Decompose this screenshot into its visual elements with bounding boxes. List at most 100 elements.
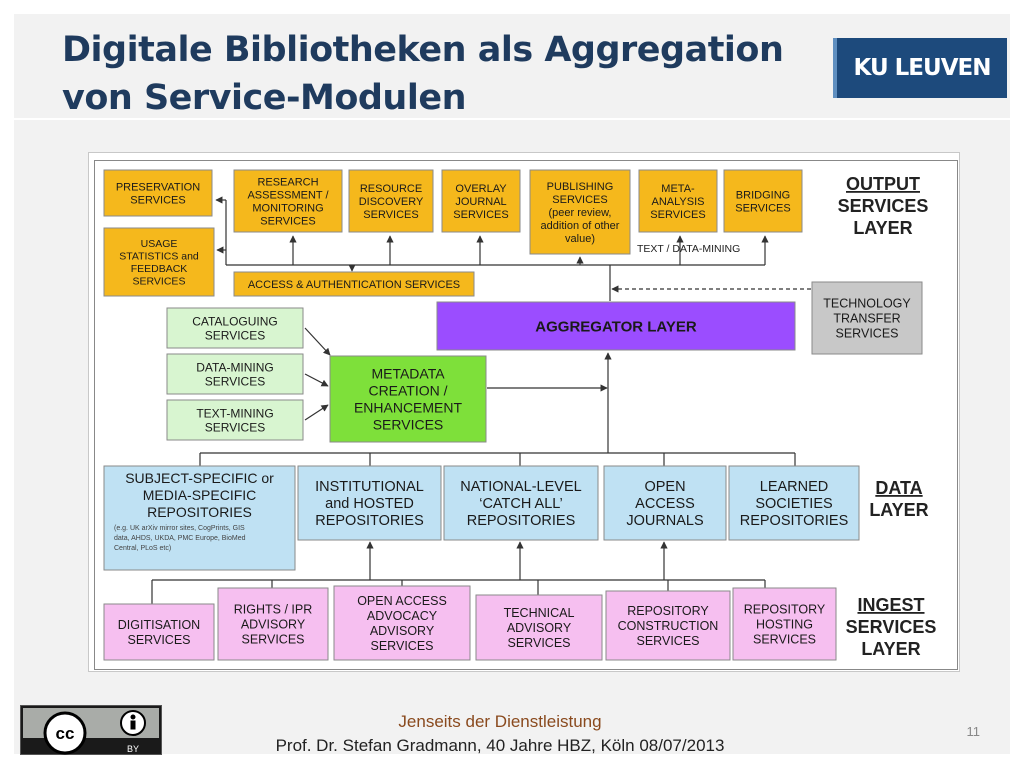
box-label: MEDIA-SPECIFIC [143,487,257,503]
data-layer-label: DATA [875,478,922,498]
ku-leuven-logo: KU LEUVEN [833,38,1007,98]
box-label: ADVISORY [507,621,572,635]
page-number: 11 [966,724,981,739]
box-label: REPOSITORIES [467,513,576,529]
box-label: RESEARCH [257,176,318,188]
box-label: STATISTICS and [119,251,199,263]
box-label: SERVICES [637,634,700,648]
box-label: ADVOCACY [367,609,438,623]
box-label: METADATA [371,366,445,382]
box-label: SERVICES [753,633,816,647]
box-small-label: (e.g. UK arXiv mirror sites, CogPrints, … [114,525,245,532]
box-label: ACCESS [635,496,695,512]
title-divider [14,118,1010,120]
license-label: BY [127,744,139,754]
cc-icon [43,711,87,755]
box-label: PUBLISHING [547,181,614,193]
box-label: AGGREGATOR LAYER [535,318,697,335]
box-label: NATIONAL-LEVEL [460,479,581,495]
box-label: TECHNICAL [504,606,575,620]
text-data-mining-label: TEXT / DATA-MINING [637,243,740,255]
box-label: CATALOGUING [192,314,278,328]
box-label: SERVICES [453,209,508,221]
ingest-layer-label: LAYER [861,639,920,659]
box-label: SERVICES [205,328,265,342]
box-label: TEXT-MINING [196,406,273,420]
box-label: SERVICES [508,636,571,650]
box-label: SERVICES [130,194,185,206]
box-label: INSTITUTIONAL [315,479,424,495]
box-label: RESOURCE [360,183,422,195]
box-label: DATA-MINING [196,360,274,374]
box-label: USAGE [141,238,178,250]
box-label: BRIDGING [736,189,790,201]
box-label: (peer review, [549,207,612,219]
box-label: SERVICES [205,374,265,388]
box-label: OPEN ACCESS [357,594,447,608]
box-label: ADVISORY [370,624,435,638]
box-label: RIGHTS / IPR [234,603,312,617]
box-label: OPEN [644,479,685,495]
box-label: DIGITISATION [118,618,200,632]
box-national: NATIONAL-LEVEL‘CATCH ALL’REPOSITORIES [443,465,599,541]
box-label: value) [565,233,595,245]
box-label: SOCIETIES [755,496,832,512]
output-layer-label: LAYER [853,218,912,238]
box-label: JOURNALS [626,513,703,529]
footer-title: Jenseits der Dienstleistung [398,712,602,731]
box-label: REPOSITORIES [315,513,424,529]
box-label: ACCESS & AUTHENTICATION SERVICES [248,279,460,291]
box-label: REPOSITORIES [740,513,849,529]
box-label: CONSTRUCTION [618,619,719,633]
box-label: SERVICES [836,327,899,341]
box-label: REPOSITORY [627,604,709,618]
box-label: ANALYSIS [652,196,705,208]
box-label: HOSTING [756,618,813,632]
box-label: SERVICES [242,633,305,647]
svg-text:cc: cc [56,724,75,743]
box-label: META- [661,183,695,195]
box-label: addition of other [541,220,620,232]
ingest-layer-label: INGEST [857,595,924,615]
box-label: PRESERVATION [116,181,200,193]
box-label: ENHANCEMENT [354,400,463,416]
slide-title: Digitale Bibliotheken als Aggregation vo… [62,26,822,122]
box-label: SERVICES [650,209,705,221]
box-label: FEEDBACK [131,263,188,275]
output-layer-label: OUTPUT [846,174,920,194]
box-label: SUBJECT-SPECIFIC or [125,470,274,486]
box-label: SERVICES [373,417,444,433]
footer-subtitle: Prof. Dr. Stefan Gradmann, 40 Jahre HBZ,… [275,736,725,755]
box-small-label: Central, PLoS etc) [114,545,171,552]
box-label: MONITORING [252,202,323,214]
box-label: SERVICES [133,276,186,288]
box-label: JOURNAL [455,196,506,208]
box-label: ASSESSMENT / [247,189,329,201]
box-aggregator: AGGREGATOR LAYER [436,301,796,351]
box-label: SERVICES [205,420,265,434]
box-label: SERVICES [363,209,418,221]
box-label: OVERLAY [455,183,507,195]
box-label: REPOSITORIES [147,504,252,520]
box-label: DISCOVERY [359,196,424,208]
creative-commons-badge: cc BY [20,705,162,755]
box-label: SERVICES [260,215,315,227]
